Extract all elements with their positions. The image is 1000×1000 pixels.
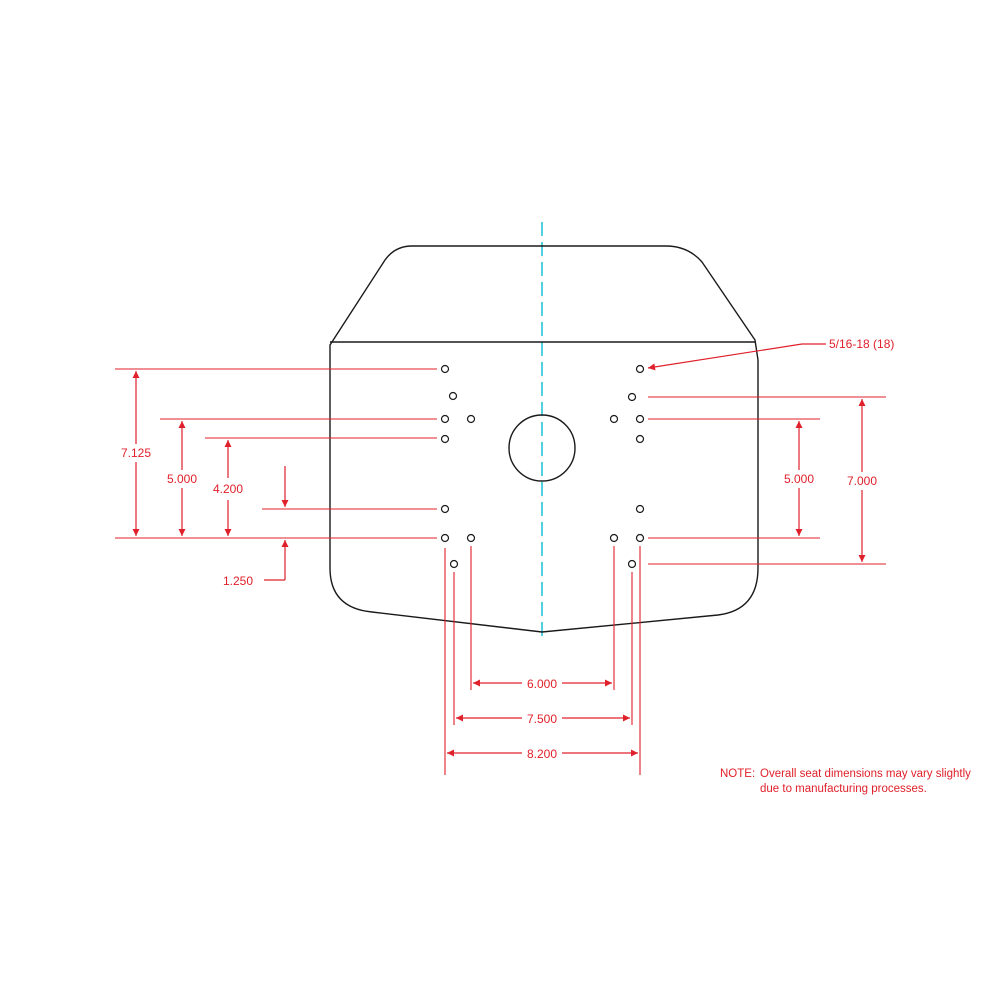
mounting-hole bbox=[440, 414, 450, 424]
dim-label-4200: 4.200 bbox=[213, 482, 243, 496]
dim-label-right-5000: 5.000 bbox=[784, 472, 814, 486]
mounting-hole bbox=[440, 504, 450, 514]
dim-label-7125: 7.125 bbox=[121, 446, 151, 460]
mounting-hole bbox=[609, 414, 619, 424]
note-block: NOTE: Overall seat dimensions may vary sl… bbox=[720, 767, 971, 797]
note-line-1: NOTE: Overall seat dimensions may vary sl… bbox=[720, 767, 971, 782]
mounting-hole bbox=[466, 533, 476, 543]
dim-label-8200: 8.200 bbox=[527, 747, 557, 761]
note-label: NOTE: bbox=[720, 768, 756, 780]
dim-label-7000: 7.000 bbox=[847, 474, 877, 488]
mounting-hole bbox=[609, 533, 619, 543]
mounting-hole bbox=[627, 392, 637, 402]
mounting-hole bbox=[635, 504, 645, 514]
mounting-hole bbox=[627, 559, 637, 569]
mounting-hole bbox=[635, 414, 645, 424]
mounting-hole bbox=[635, 533, 645, 543]
mounting-hole bbox=[635, 434, 645, 444]
note-text-2: due to manufacturing processes. bbox=[760, 783, 927, 795]
mounting-hole bbox=[635, 364, 645, 374]
right-hole-group bbox=[609, 364, 645, 569]
dim-label-1250: 1.250 bbox=[223, 574, 253, 588]
mounting-hole bbox=[448, 391, 458, 401]
dim-label-left-5000: 5.000 bbox=[167, 472, 197, 486]
mounting-hole bbox=[449, 559, 459, 569]
dim-label-6000: 6.000 bbox=[527, 677, 557, 691]
extension-lines bbox=[115, 368, 886, 775]
left-hole-group bbox=[440, 364, 476, 569]
dim-label-7500: 7.500 bbox=[527, 712, 557, 726]
callout-leader bbox=[647, 343, 803, 371]
center-hole bbox=[508, 414, 576, 482]
seat-plate-outline bbox=[329, 245, 759, 633]
mounting-hole bbox=[440, 533, 450, 543]
note-text-1: Overall seat dimensions may vary slightl… bbox=[760, 768, 971, 780]
mounting-hole bbox=[466, 414, 476, 424]
dimension-lines bbox=[132, 343, 866, 757]
mounting-hole bbox=[440, 434, 450, 444]
hole-callout-label: 5/16-18 (18) bbox=[829, 337, 894, 351]
mounting-hole bbox=[440, 364, 450, 374]
